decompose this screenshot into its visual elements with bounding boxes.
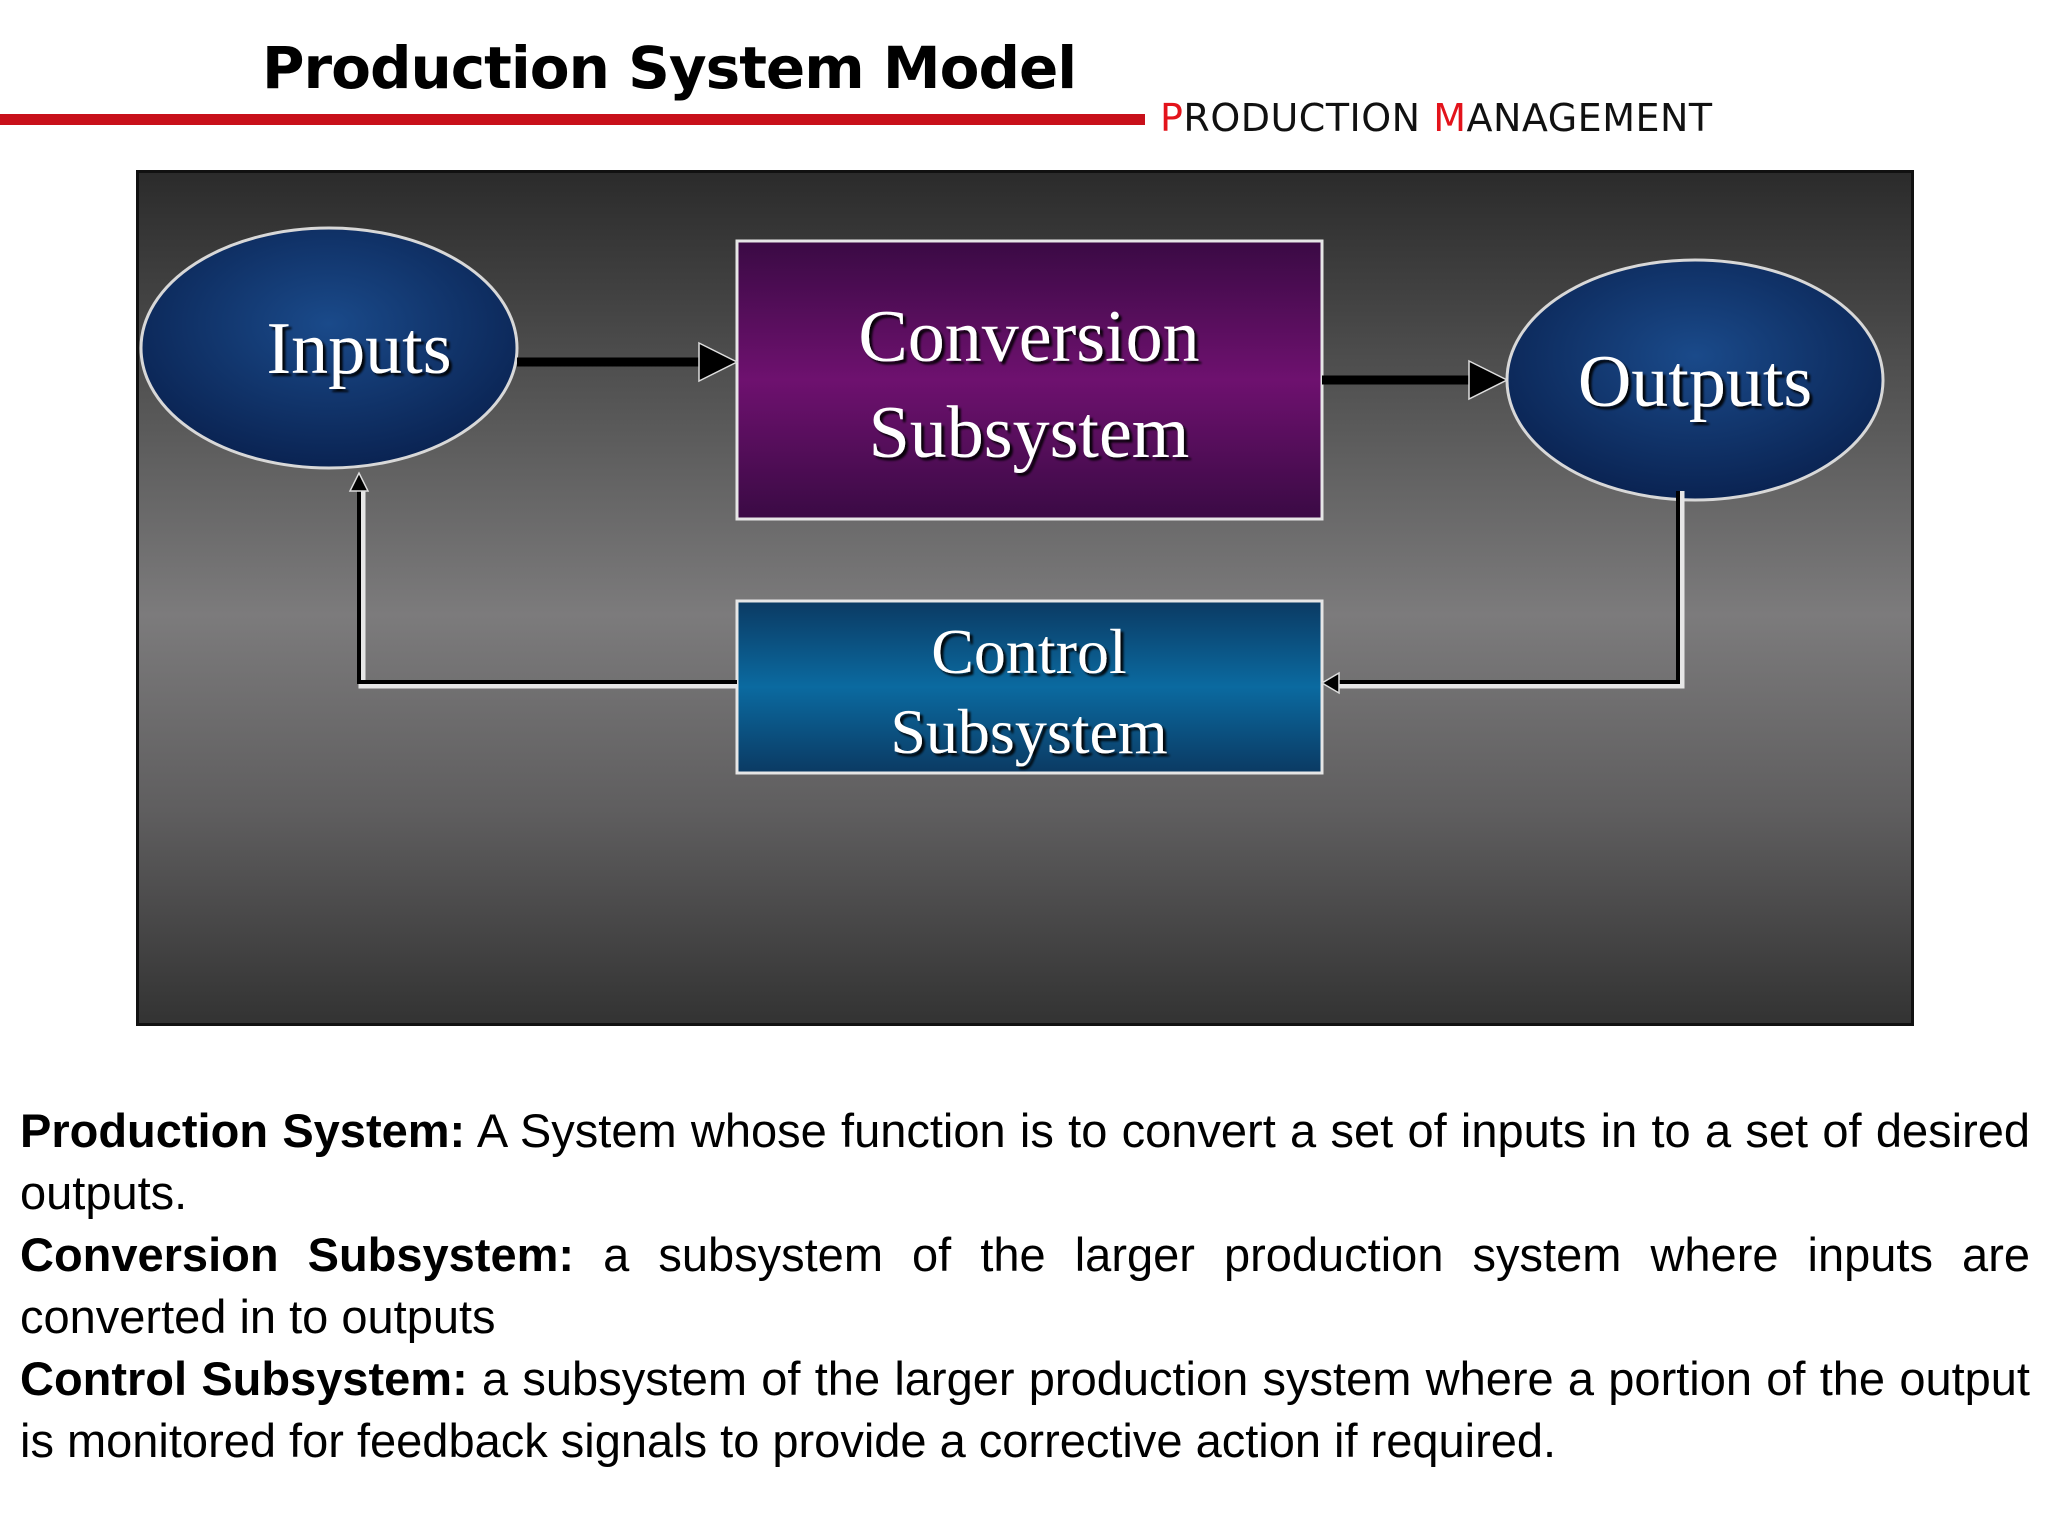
- arrow-conversion-to-outputs: [1322, 359, 1509, 401]
- definition-text: a subsystem of the larger production sys…: [20, 1352, 2030, 1467]
- definition-term: Conversion Subsystem:: [20, 1228, 575, 1281]
- diagram-panel: Inputs Conversion Subsystem Outputs Cont…: [136, 170, 1914, 1026]
- definition-control-subsystem: Control Subsystem: a subsystem of the la…: [20, 1348, 2030, 1472]
- conversion-subsystem-node: Conversion Subsystem: [735, 239, 1324, 521]
- control-subsystem-node: Control Subsystem: [735, 599, 1324, 775]
- course-initial-m: M: [1433, 96, 1467, 140]
- production-system-diagram: Inputs Conversion Subsystem Outputs Cont…: [139, 226, 1885, 775]
- feedback-line-control-to-inputs: [348, 471, 737, 689]
- conversion-label-line1: Conversion: [858, 296, 1199, 378]
- conversion-label-line2: Subsystem: [869, 392, 1190, 474]
- control-label-line2: Subsystem: [890, 696, 1167, 767]
- definition-term: Control Subsystem:: [20, 1352, 468, 1405]
- course-initial-p: P: [1160, 96, 1184, 140]
- inputs-label: Inputs: [267, 308, 452, 390]
- definition-text: A System whose function is to convert a …: [20, 1104, 2030, 1219]
- course-name: PRODUCTION MANAGEMENT: [1160, 96, 1713, 140]
- inputs-node: Inputs: [139, 226, 519, 470]
- definitions-block: Production System: A System whose functi…: [20, 1100, 2030, 1472]
- control-label-line1: Control: [931, 616, 1127, 687]
- feedback-line-outputs-to-control: [1320, 491, 1685, 695]
- page-title: Production System Model: [262, 34, 1077, 102]
- arrow-inputs-to-conversion: [517, 341, 739, 383]
- outputs-node: Outputs: [1505, 258, 1885, 502]
- title-underline-bar: [0, 114, 1145, 125]
- course-word-production: RODUCTION: [1183, 96, 1434, 140]
- definition-production-system: Production System: A System whose functi…: [20, 1100, 2030, 1224]
- definition-text: a subsystem of the larger production sys…: [20, 1228, 2030, 1343]
- outputs-label: Outputs: [1578, 341, 1812, 423]
- course-word-management: ANAGEMENT: [1466, 96, 1713, 140]
- definition-conversion-subsystem: Conversion Subsystem: a subsystem of the…: [20, 1224, 2030, 1348]
- definition-term: Production System:: [20, 1104, 466, 1157]
